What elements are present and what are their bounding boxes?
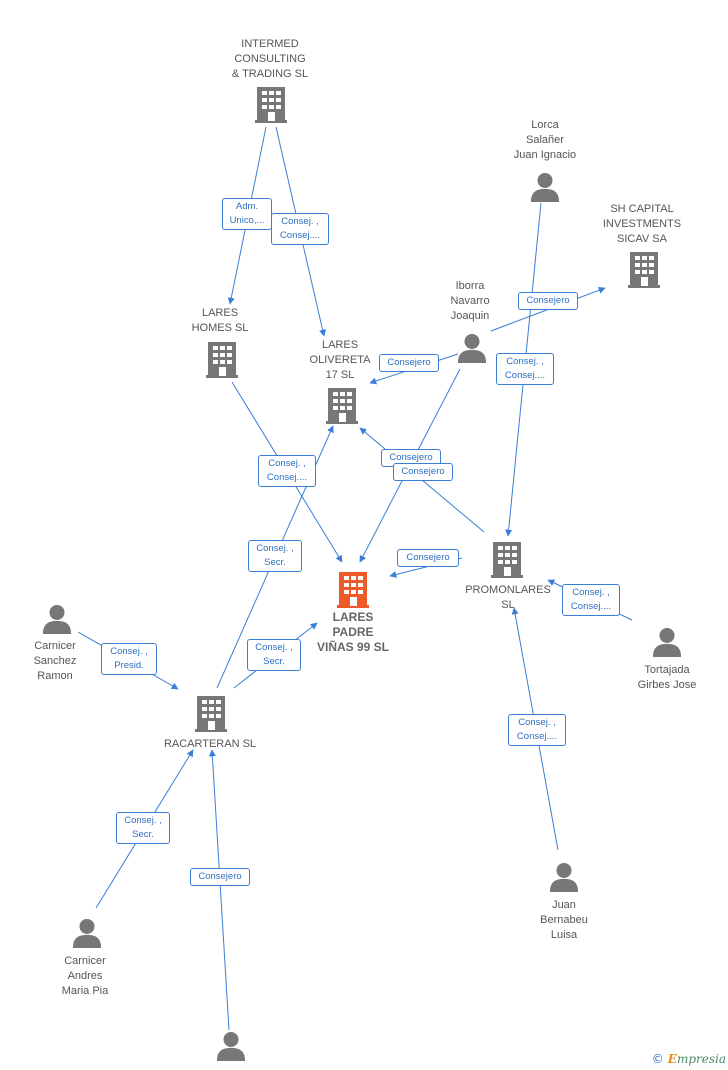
node-tortajada-girbes[interactable]: Tortajada Girbes Jose <box>617 663 717 693</box>
node-label: Juan Bernabeu Luisa <box>540 899 588 941</box>
person-icon <box>549 862 579 892</box>
node-label: Tortajada Girbes Jose <box>637 664 697 691</box>
node-lares-homes[interactable]: LARES HOMES SL <box>170 306 270 336</box>
node-label: LARES HOMES SL <box>191 307 249 334</box>
building-icon <box>628 252 660 288</box>
person-icon <box>72 918 102 948</box>
edge-label-consejero[interactable]: Consejero <box>190 868 250 886</box>
brand-name: mpresia <box>676 1052 726 1066</box>
edge-label-consejero[interactable]: Consejero <box>397 549 459 567</box>
node-racarteran[interactable]: RACARTERAN SL <box>150 737 270 752</box>
edge-bottom-racarteran <box>208 749 230 1031</box>
node-lares-olivereta[interactable]: LARES OLIVERETA 17 SL <box>290 338 390 383</box>
edge-label-consejero[interactable]: Consejero <box>393 463 453 481</box>
edge-label-consejero[interactable]: Consejero <box>381 449 441 467</box>
building-icon <box>195 696 227 732</box>
node-intermed-consulting[interactable]: INTERMED CONSULTING & TRADING SL <box>210 37 330 82</box>
person-icon <box>216 1031 246 1061</box>
node-carnicer-sanchez-ramon[interactable]: Carnicer Sanchez Ramon <box>15 639 95 684</box>
edge-label-consejero[interactable]: Consejero <box>379 354 439 372</box>
node-lares-padre-vinas-main[interactable]: LARES PADRE VIÑAS 99 SL <box>293 610 413 655</box>
node-label: Lorca Salañer Juan Ignacio <box>513 119 577 161</box>
building-icon <box>337 572 369 608</box>
building-icon <box>326 388 358 424</box>
node-label: LARES OLIVERETA 17 SL <box>309 339 371 381</box>
node-label: SH CAPITAL INVESTMENTS SICAV SA <box>602 203 682 245</box>
node-label: PROMONLARES SL <box>465 584 551 611</box>
edge-label-consej[interactable]: Consej. , Consej.... <box>508 714 566 746</box>
person-icon <box>652 627 682 657</box>
node-label: Iborra Navarro Joaquin <box>450 280 490 322</box>
node-juan-bernabeu[interactable]: Juan Bernabeu Luisa <box>524 898 604 943</box>
edge-label-consej-secr[interactable]: Consej. , Secr. <box>248 540 302 572</box>
building-icon <box>491 542 523 578</box>
building-icon <box>206 342 238 378</box>
copyright-icon: © <box>651 1052 664 1066</box>
node-label: LARES PADRE VIÑAS 99 SL <box>316 610 390 654</box>
node-lorca-salaner[interactable]: Lorca Salañer Juan Ignacio <box>485 118 605 163</box>
edge-label-consej[interactable]: Consej. , Consej.... <box>271 213 329 245</box>
node-promonlares[interactable]: PROMONLARES SL <box>448 583 568 613</box>
edge-label-consej[interactable]: Consej. , Consej.... <box>258 455 316 487</box>
building-icon <box>255 87 287 123</box>
edge-label-consej[interactable]: Consej. , Consej.... <box>562 584 620 616</box>
person-icon <box>530 172 560 202</box>
node-label: RACARTERAN SL <box>163 738 257 750</box>
edge-label-consej-secr[interactable]: Consej. , Secr. <box>247 639 301 671</box>
brand-initial: E <box>667 1052 677 1066</box>
edge-label-consej-presid[interactable]: Consej. , Presid. <box>101 643 157 675</box>
edge-label-consej-secr[interactable]: Consej. , Secr. <box>116 812 170 844</box>
edge-label-consejero[interactable]: Consejero <box>518 292 578 310</box>
node-iborra-navarro[interactable]: Iborra Navarro Joaquin <box>420 279 520 324</box>
node-sh-capital[interactable]: SH CAPITAL INVESTMENTS SICAV SA <box>582 202 702 247</box>
edge-label-adm-unico[interactable]: Adm. Unico,... <box>222 198 272 230</box>
empresia-watermark: ©Empresia <box>652 1052 726 1066</box>
person-icon <box>42 604 72 634</box>
node-label: Carnicer Sanchez Ramon <box>33 640 77 682</box>
node-carnicer-andres-maria[interactable]: Carnicer Andres Maria Pia <box>45 954 125 999</box>
person-icon <box>457 333 487 363</box>
node-label: INTERMED CONSULTING & TRADING SL <box>231 38 309 80</box>
edge-label-consej[interactable]: Consej. , Consej.... <box>496 353 554 385</box>
node-label: Carnicer Andres Maria Pia <box>61 955 109 997</box>
